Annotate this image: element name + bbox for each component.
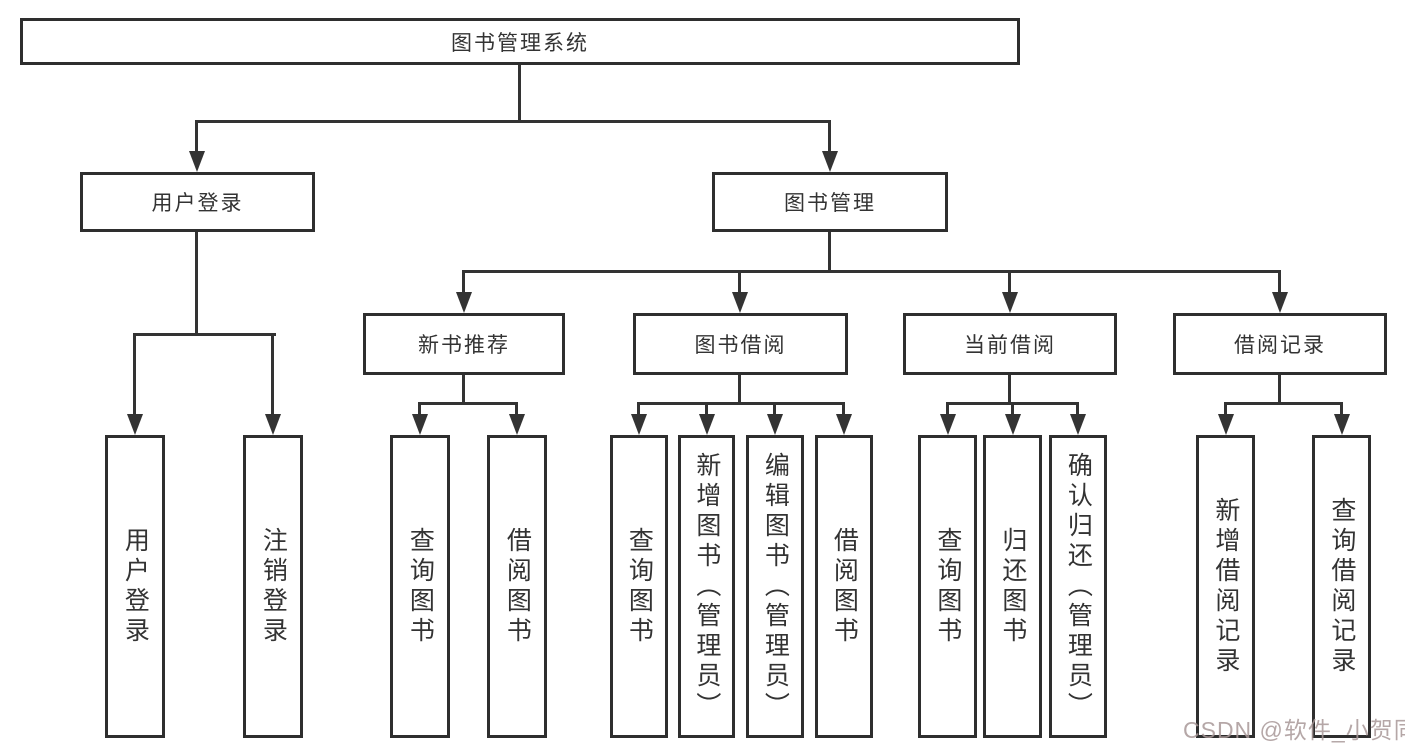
leaf-return-books: 归还图书 xyxy=(983,435,1042,738)
arrow-down-icon xyxy=(1271,270,1288,313)
node-label: 归还图书 xyxy=(998,526,1027,647)
node-label: 新增图书（管理员） xyxy=(692,451,721,722)
connector-line xyxy=(1278,375,1281,404)
connector-line xyxy=(828,232,831,272)
arrow-down-icon xyxy=(1333,402,1350,435)
leaf-query-books-recommend: 查询图书 xyxy=(390,435,450,738)
arrow-down-icon xyxy=(188,120,205,172)
node-label: 用户登录 xyxy=(121,526,150,647)
connector-line xyxy=(418,402,518,405)
arrow-down-icon xyxy=(835,402,852,435)
node-borrow-records: 借阅记录 xyxy=(1173,313,1387,375)
node-label: 图书管理系统 xyxy=(451,31,589,55)
node-label: 查询借阅记录 xyxy=(1327,496,1356,677)
arrow-down-icon xyxy=(1217,402,1234,435)
node-label: 注销登录 xyxy=(259,526,288,647)
node-label: 用户登录 xyxy=(151,192,244,215)
leaf-borrow-books-recommend: 借阅图书 xyxy=(487,435,547,738)
node-label: 确认归还（管理员） xyxy=(1064,451,1093,722)
node-book-management: 图书管理 xyxy=(712,172,948,232)
csdn-watermark: CSDN @软件_小贺同学 xyxy=(1183,717,1405,743)
node-label: 借阅记录 xyxy=(1234,334,1326,357)
arrow-down-icon xyxy=(264,333,281,435)
node-label: 当前借阅 xyxy=(964,334,1056,357)
connector-line xyxy=(637,402,845,405)
node-root-system: 图书管理系统 xyxy=(20,18,1020,65)
node-label: 图书借阅 xyxy=(694,334,787,357)
node-label: 查询图书 xyxy=(933,526,962,647)
node-user-login: 用户登录 xyxy=(80,172,315,232)
leaf-borrow-books: 借阅图书 xyxy=(815,435,873,738)
arrow-down-icon xyxy=(126,333,143,435)
node-label: 新书推荐 xyxy=(418,334,510,357)
arrow-down-icon xyxy=(1069,402,1086,435)
node-book-borrow: 图书借阅 xyxy=(633,313,848,375)
node-label: 编辑图书（管理员） xyxy=(761,451,790,722)
leaf-confirm-return-admin: 确认归还（管理员） xyxy=(1049,435,1107,738)
connector-line xyxy=(195,232,198,335)
arrow-down-icon xyxy=(411,402,428,435)
leaf-user-login: 用户登录 xyxy=(105,435,165,738)
arrow-down-icon xyxy=(698,402,715,435)
arrow-down-icon xyxy=(630,402,647,435)
connector-line xyxy=(462,270,1280,273)
leaf-logout: 注销登录 xyxy=(243,435,303,738)
node-label: 借阅图书 xyxy=(503,526,532,647)
connector-line xyxy=(195,120,831,123)
arrow-down-icon xyxy=(508,402,525,435)
leaf-add-borrow-record: 新增借阅记录 xyxy=(1196,435,1255,738)
leaf-query-books-borrow: 查询图书 xyxy=(610,435,668,738)
node-label: 借阅图书 xyxy=(830,526,859,647)
leaf-edit-books-admin: 编辑图书（管理员） xyxy=(746,435,804,738)
arrow-down-icon xyxy=(1001,270,1018,313)
arrow-down-icon xyxy=(455,270,472,313)
leaf-query-borrow-record: 查询借阅记录 xyxy=(1312,435,1371,738)
arrow-down-icon xyxy=(1004,402,1021,435)
leaf-add-books-admin: 新增图书（管理员） xyxy=(678,435,735,738)
node-label: 图书管理 xyxy=(784,192,876,215)
connector-line xyxy=(133,333,276,336)
arrow-down-icon xyxy=(731,270,748,313)
connector-line xyxy=(1008,375,1011,404)
connector-line xyxy=(738,375,741,404)
leaf-query-books-current: 查询图书 xyxy=(918,435,977,738)
node-label: 查询图书 xyxy=(625,526,654,647)
connector-line xyxy=(1224,402,1342,405)
node-current-borrow: 当前借阅 xyxy=(903,313,1117,375)
arrow-down-icon xyxy=(821,120,838,172)
node-label: 新增借阅记录 xyxy=(1211,496,1240,677)
node-new-book-recommend: 新书推荐 xyxy=(363,313,565,375)
connector-line xyxy=(462,375,465,404)
arrow-down-icon xyxy=(939,402,956,435)
connector-line xyxy=(518,65,521,123)
arrow-down-icon xyxy=(766,402,783,435)
node-label: 查询图书 xyxy=(406,526,435,647)
